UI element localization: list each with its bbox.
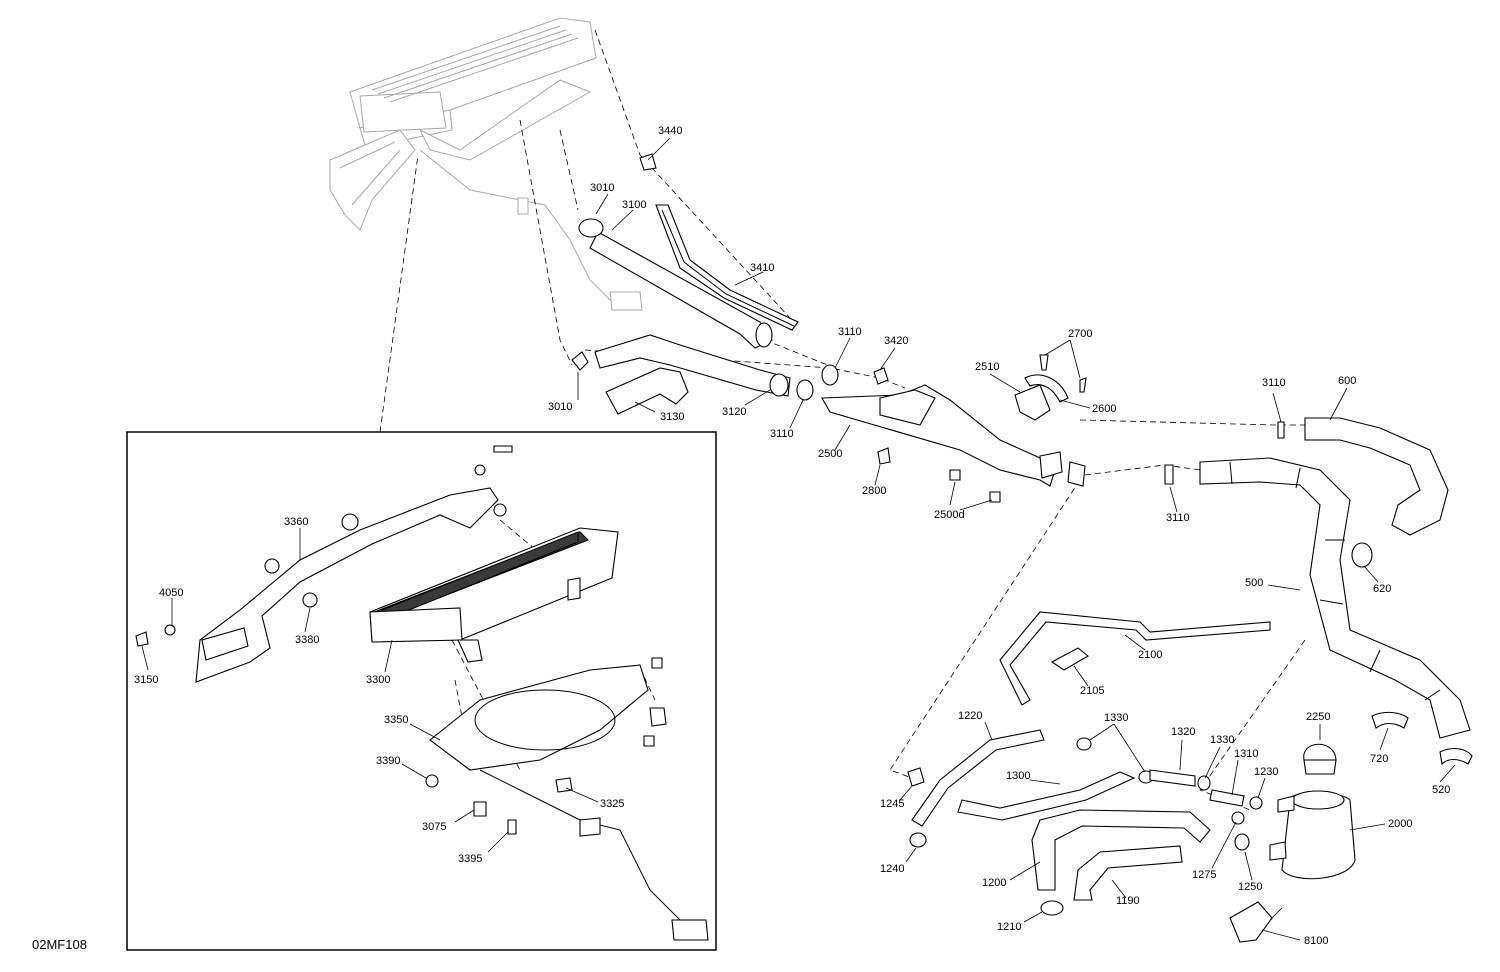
label-2500d: 2500d <box>934 509 965 521</box>
lower-hoses <box>907 611 1271 916</box>
label-1275: 1275 <box>1192 869 1216 881</box>
label-720: 720 <box>1370 753 1388 765</box>
label-3075: 3075 <box>422 821 446 833</box>
inset-radiator-assembly <box>135 445 709 941</box>
label-2100: 2100 <box>1138 649 1162 661</box>
label-8100: 8100 <box>1304 935 1328 947</box>
label-3390: 3390 <box>376 755 400 767</box>
label-600: 600 <box>1338 375 1356 387</box>
label-2105: 2105 <box>1080 685 1104 697</box>
label-1300: 1300 <box>1006 770 1030 782</box>
label-620: 620 <box>1373 583 1391 595</box>
label-520: 520 <box>1432 784 1450 796</box>
label-3360: 3360 <box>284 516 308 528</box>
upper-hoses <box>571 153 1087 503</box>
label-3110: 3110 <box>770 428 794 440</box>
label-3120: 3120 <box>722 406 746 418</box>
label-3440: 3440 <box>658 125 682 137</box>
ghost-radiator-assembly <box>329 17 643 311</box>
label-2000: 2000 <box>1388 818 1412 830</box>
label-1330: 1330 <box>1210 734 1234 746</box>
label-1200: 1200 <box>982 877 1006 889</box>
label-1310: 1310 <box>1234 748 1258 760</box>
label-1245: 1245 <box>880 798 904 810</box>
label-3420: 3420 <box>884 335 908 347</box>
label-2250: 2250 <box>1306 711 1330 723</box>
detail-inset-frame <box>126 431 717 951</box>
label-3010: 3010 <box>590 182 614 194</box>
document-code: 02MF108 <box>32 937 87 952</box>
label-3350: 3350 <box>384 714 408 726</box>
label-1220: 1220 <box>958 710 982 722</box>
label-1320: 1320 <box>1171 726 1195 738</box>
label-3325: 3325 <box>600 798 624 810</box>
label-1190: 1190 <box>1116 895 1140 907</box>
label-1330: 1330 <box>1104 712 1128 724</box>
label-3300: 3300 <box>366 674 390 686</box>
label-2700: 2700 <box>1068 328 1092 340</box>
coolant-expansion-tank <box>1229 743 1356 943</box>
label-1250: 1250 <box>1238 881 1262 893</box>
label-3130: 3130 <box>660 411 684 423</box>
label-3110: 3110 <box>1262 377 1286 389</box>
label-3410: 3410 <box>750 262 774 274</box>
label-1230: 1230 <box>1254 766 1278 778</box>
main-hoses <box>1164 417 1473 766</box>
label-3100: 3100 <box>622 199 646 211</box>
label-3395: 3395 <box>458 853 482 865</box>
label-1210: 1210 <box>997 921 1021 933</box>
part-number-labels: 3440 3010 3100 3410 3110 3420 2700 2510 … <box>134 125 1450 947</box>
leader-lines <box>141 137 1456 941</box>
label-1240: 1240 <box>880 863 904 875</box>
label-3110: 3110 <box>1166 512 1190 524</box>
label-3110: 3110 <box>838 326 862 338</box>
label-2500: 2500 <box>818 448 842 460</box>
label-500: 500 <box>1245 577 1263 589</box>
label-4050: 4050 <box>159 587 183 599</box>
label-3150: 3150 <box>134 674 158 686</box>
label-3380: 3380 <box>295 634 319 646</box>
label-2600: 2600 <box>1092 403 1116 415</box>
label-2800: 2800 <box>862 485 886 497</box>
label-3010: 3010 <box>548 401 572 413</box>
label-2510: 2510 <box>975 361 999 373</box>
